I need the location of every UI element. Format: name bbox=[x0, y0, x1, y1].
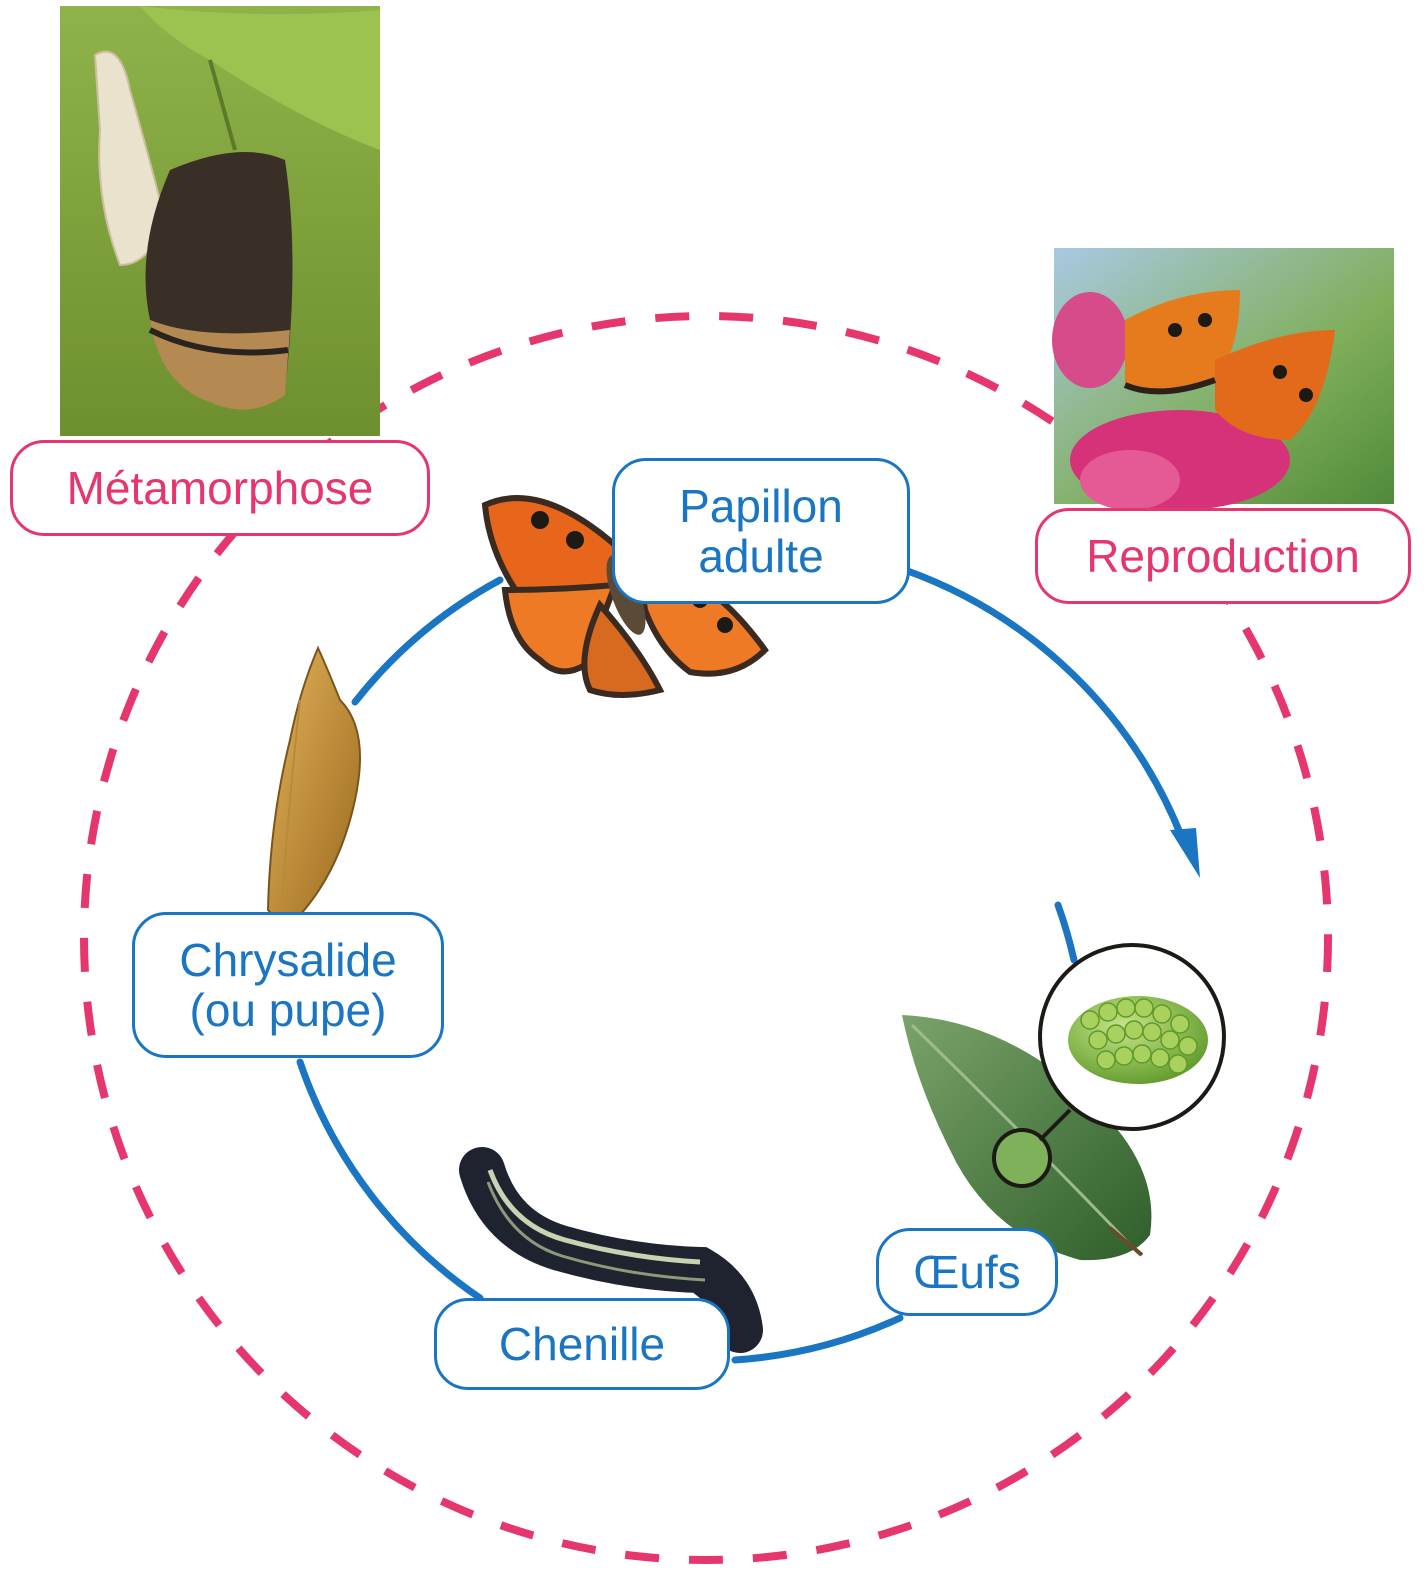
stage-text-eggs: Œufs bbox=[913, 1247, 1020, 1297]
arrow-head bbox=[1170, 828, 1200, 878]
stage-label-adult: Papillon adulte bbox=[612, 458, 910, 604]
mating-butterflies-photo bbox=[1052, 248, 1394, 510]
eggs-magnifier-icon bbox=[1040, 945, 1224, 1140]
stage-text-caterpillar: Chenille bbox=[499, 1319, 665, 1369]
stage-label-caterpillar: Chenille bbox=[434, 1298, 730, 1390]
chrysalis-icon bbox=[268, 648, 360, 921]
stage-text-pupa: Chrysalide (ou pupe) bbox=[179, 935, 396, 1035]
phase-text-metamorphosis: Métamorphose bbox=[67, 463, 374, 513]
stage-text-adult: Papillon adulte bbox=[679, 481, 843, 581]
phase-label-reproduction: Reproduction bbox=[1035, 508, 1411, 604]
stage-label-eggs: Œufs bbox=[876, 1228, 1058, 1316]
phase-label-metamorphosis: Métamorphose bbox=[10, 440, 430, 536]
stage-label-pupa: Chrysalide (ou pupe) bbox=[132, 912, 444, 1058]
phase-text-reproduction: Reproduction bbox=[1086, 531, 1360, 581]
emerging-butterfly-photo bbox=[60, 6, 380, 436]
